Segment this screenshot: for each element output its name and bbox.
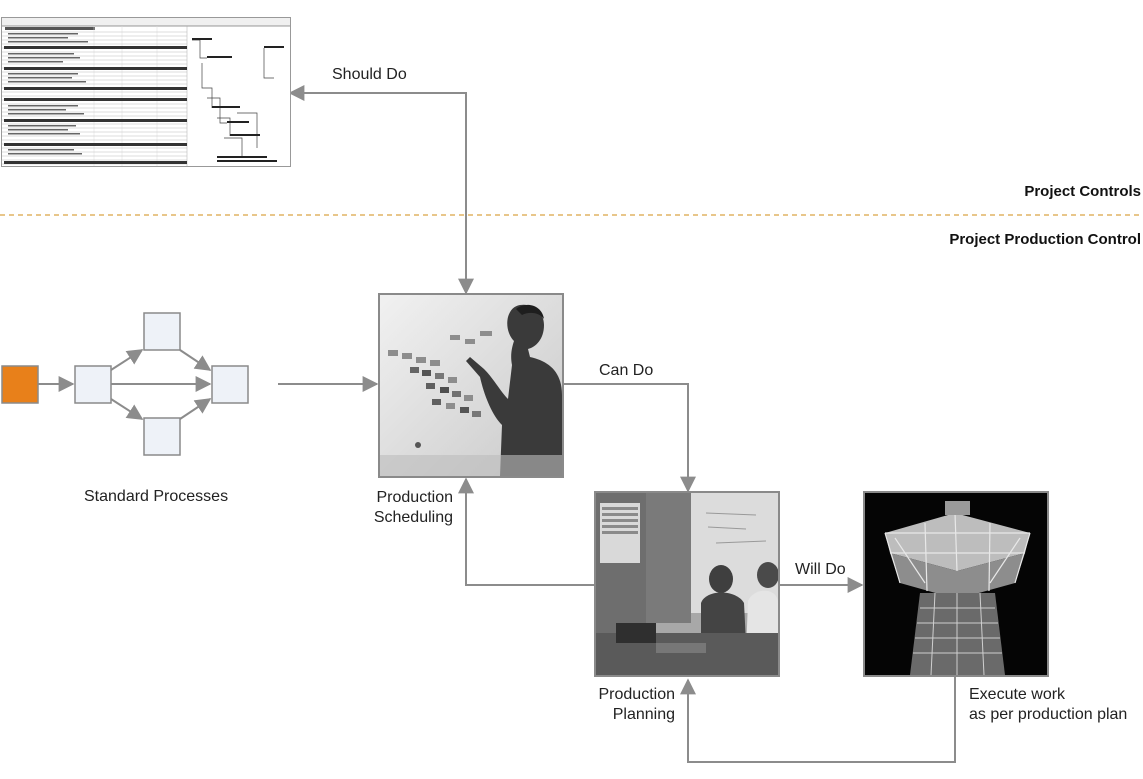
process-node-a [74,365,112,404]
production-planning-line1: Production [598,686,676,703]
process-start-node [1,365,39,404]
production-scheduling-photo [378,293,564,478]
should-do-arrow [288,85,474,295]
process-node-bottom [143,417,181,456]
production-scheduling-label: Production Scheduling [340,488,453,528]
gantt-chart-graphic [2,18,290,166]
meeting-photo-graphic [596,493,778,675]
should-do-label: Should Do [332,66,407,83]
project-production-control-label: Project Production Control [949,231,1141,248]
standard-processes-label: Standard Processes [84,488,229,505]
production-scheduling-line2: Scheduling [373,509,453,526]
can-do-label: Can Do [599,362,654,379]
planning-to-scheduling-arrow [458,477,594,586]
execute-work-label: Execute work as per production plan [969,685,1143,725]
whiteboard-photo-graphic [380,295,562,476]
standard-processes-diagram [1,312,249,456]
offshore-structure-graphic [865,493,1047,675]
production-planning-label: Production Planning [560,685,676,725]
process-node-top [143,312,181,351]
execution-feedback-arrow [680,677,956,763]
process-node-end [211,365,249,404]
production-scheduling-line1: Production [376,489,454,506]
will-do-label: Will Do [795,561,846,578]
production-planning-photo [594,491,780,677]
schedule-document-thumbnail [1,17,291,167]
production-planning-line2: Planning [612,706,675,723]
execute-work-line2: as per production plan [969,706,1128,723]
execution-photo [863,491,1049,677]
project-controls-label: Project Controls [1024,183,1141,200]
can-do-arrow [563,383,696,493]
execute-work-line1: Execute work [969,686,1066,703]
